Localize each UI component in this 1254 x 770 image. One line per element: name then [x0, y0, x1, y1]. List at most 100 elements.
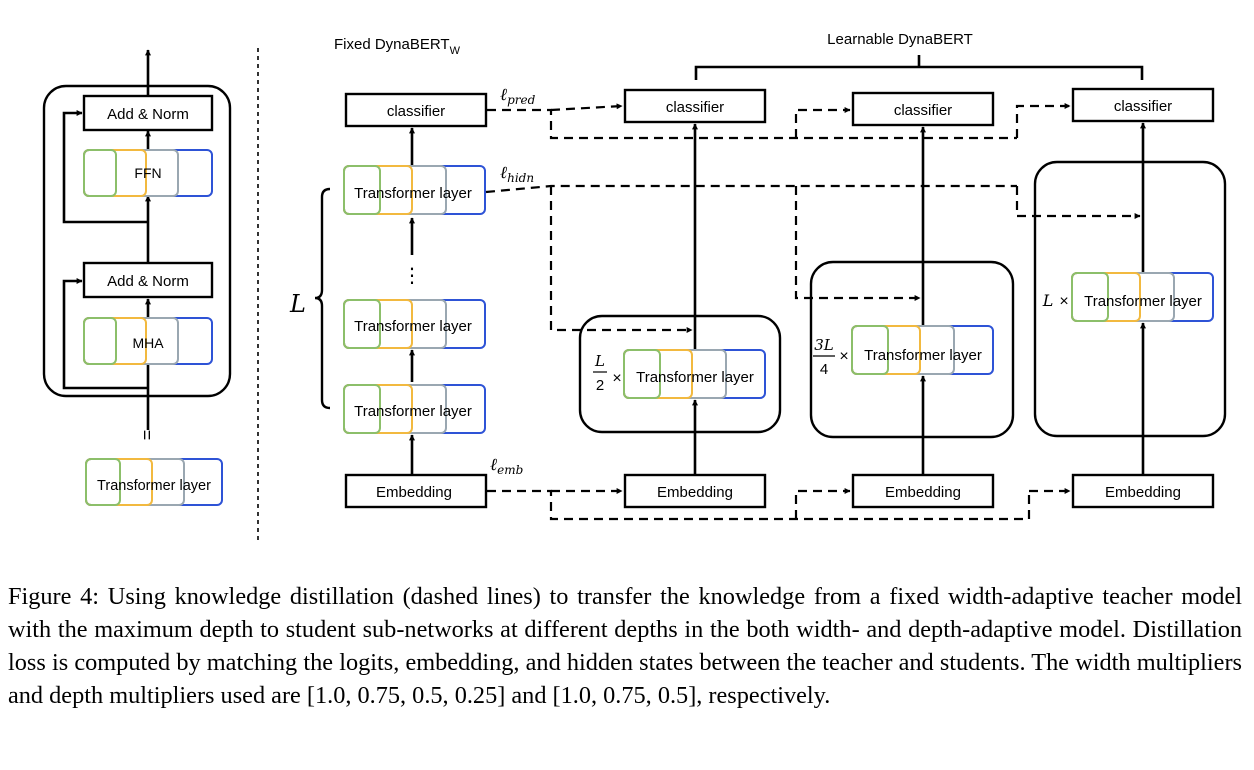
students-title: Learnable DynaBERT — [827, 31, 973, 48]
add-norm-bottom-label: Add & Norm — [107, 273, 189, 290]
teacher-title: Fixed DynaBERTW — [334, 36, 461, 57]
mha-width-green — [83, 317, 117, 365]
mult-half-num: L — [594, 352, 605, 370]
student1-layer: Transformer layer — [623, 349, 766, 399]
student2-classifier-box — [851, 91, 995, 127]
student3-group — [1033, 160, 1227, 438]
teacher-layer-bottom: Transformer layer — [343, 384, 486, 434]
transformer-layer-detail: Add & Norm FFN Add & Norm MHA = Transfor… — [42, 49, 232, 506]
caption-text: Using knowledge distillation (dashed lin… — [8, 583, 1242, 709]
student2-classifier-label: classifier — [894, 102, 952, 119]
s3-green — [1071, 272, 1109, 322]
mult-full-times: × — [1059, 293, 1068, 310]
transformer-layer-legend: Transformer layer — [85, 458, 223, 506]
ffn-label: FFN — [134, 165, 161, 181]
loss-pred-sub: pred — [507, 93, 536, 107]
mha-label: MHA — [132, 335, 164, 351]
mult-half-times: × — [612, 370, 621, 387]
loss-hidn-sub: hidn — [507, 171, 534, 185]
tm-green — [343, 299, 381, 349]
loss-pred-label: ℓpred — [500, 85, 536, 107]
pred-arrow-s3 — [1015, 103, 1071, 138]
mha-block: MHA — [83, 317, 213, 365]
add-norm-top-label: Add & Norm — [107, 106, 189, 123]
teacher-embedding-label: Embedding — [376, 484, 452, 501]
student1-classifier-box — [623, 88, 767, 124]
student3-classifier-label: classifier — [1114, 98, 1172, 115]
tb-green — [343, 384, 381, 434]
emb-arrow-s2 — [794, 488, 851, 519]
loss-emb-symbol: ℓ — [490, 455, 497, 475]
equals-sign: = — [137, 430, 157, 441]
figure-caption: Figure 4: Using knowledge distillation (… — [8, 580, 1242, 712]
loss-emb-label: ℓemb — [490, 455, 523, 477]
teacher-ellipsis: ⋮ — [402, 265, 422, 287]
teacher-depth-label: L — [289, 290, 306, 318]
student1-classifier-label: classifier — [666, 99, 724, 116]
legend-label: Transformer layer — [97, 478, 211, 494]
s1-green — [623, 349, 661, 399]
emb-distill-path — [487, 489, 1031, 521]
teacher-embedding-box — [344, 473, 488, 509]
distillation-paths — [485, 103, 1141, 521]
ffn-block: FFN — [83, 149, 213, 197]
add-norm-bottom-box — [82, 261, 214, 299]
teacher-title-main: Fixed DynaBERT — [334, 36, 450, 53]
teacher-layer-top: Transformer layer — [343, 165, 486, 215]
student1-group — [578, 314, 782, 434]
mult-full: L × — [1042, 291, 1069, 310]
mult-half-den: 2 — [596, 377, 604, 394]
hidn-arrow-s2 — [794, 186, 921, 301]
tt-label: Transformer layer — [354, 185, 472, 202]
s2-green — [851, 325, 889, 375]
student2-group — [809, 260, 1015, 439]
student3-layer: Transformer layer — [1071, 272, 1214, 322]
mult-3q-num: 3L — [814, 336, 834, 354]
s1-label: Transformer layer — [636, 369, 754, 386]
teacher-layer-mid: Transformer layer — [343, 299, 486, 349]
caption-label: Figure 4: — [8, 583, 100, 610]
mult-3q-times: × — [839, 348, 848, 365]
layer-outline — [42, 84, 232, 398]
teacher-depth-brace — [314, 187, 331, 410]
tb-label: Transformer layer — [354, 403, 472, 420]
student2-layer: Transformer layer — [851, 325, 994, 375]
s3-label: Transformer layer — [1084, 293, 1202, 310]
pred-arrow-s1 — [550, 103, 623, 112]
pred-arrow-s2 — [794, 107, 851, 138]
teacher-classifier-box — [344, 92, 488, 128]
mult-half: L 2 × — [593, 352, 622, 394]
tm-label: Transformer layer — [354, 318, 472, 335]
mult-3q-den: 4 — [820, 361, 828, 378]
mult-three-quarter: 3L 4 × — [813, 336, 849, 378]
tt-green — [343, 165, 381, 215]
residual-ffn — [62, 110, 148, 224]
students-bracket — [694, 65, 1144, 80]
student1-embedding-label: Embedding — [657, 484, 733, 501]
student-models: Learnable DynaBERT classifier classifier… — [578, 31, 1227, 509]
student2-embedding-label: Embedding — [885, 484, 961, 501]
residual-mha — [62, 278, 148, 390]
teacher-classifier-label: classifier — [387, 103, 445, 120]
pred-distill-path — [487, 108, 1017, 140]
student3-embedding-label: Embedding — [1105, 484, 1181, 501]
loss-labels: ℓpred ℓhidn ℓemb — [490, 85, 536, 477]
loss-hidn-label: ℓhidn — [500, 163, 534, 185]
s2-label: Transformer layer — [864, 347, 982, 364]
loss-pred-symbol: ℓ — [500, 85, 507, 105]
student1-embedding-box — [623, 473, 767, 509]
hidn-arrow-s1 — [549, 186, 693, 333]
add-norm-top-box — [82, 94, 214, 132]
hidn-distill-path — [485, 184, 1017, 194]
distillation-diagram: Add & Norm FFN Add & Norm MHA = Transfor… — [42, 31, 1227, 540]
teacher-title-sub: W — [450, 45, 461, 57]
hidn-arrow-s3 — [1015, 186, 1141, 219]
loss-hidn-symbol: ℓ — [500, 163, 507, 183]
loss-emb-sub: emb — [497, 463, 523, 477]
ffn-width-green — [83, 149, 117, 197]
student3-classifier-box — [1071, 87, 1215, 123]
mult-full-num: L — [1042, 291, 1054, 310]
legend-width-green — [85, 458, 121, 506]
student2-embedding-box — [851, 473, 995, 509]
teacher-model: Fixed DynaBERTW classifier ⋮ Transformer… — [289, 36, 488, 509]
